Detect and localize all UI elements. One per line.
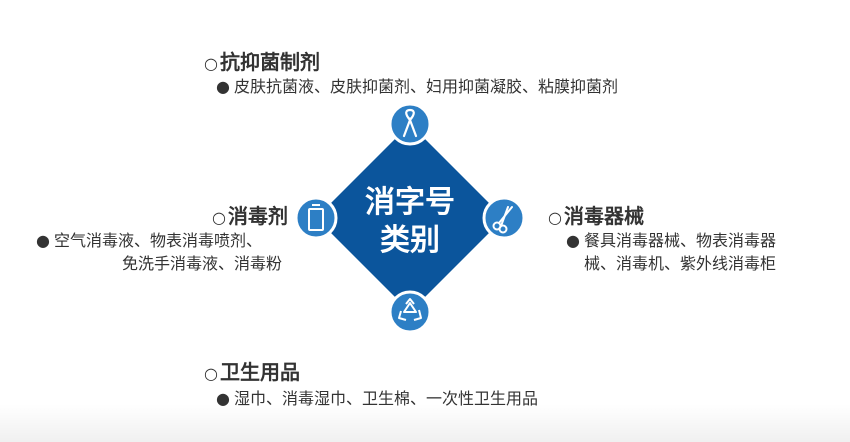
right-category-items-line2: 械、消毒机、紫外线消毒柜 bbox=[584, 254, 777, 273]
left-category-title: ○消毒剂 bbox=[212, 204, 288, 228]
left-category-items-line2: 免洗手消毒液、消毒粉 bbox=[122, 254, 283, 273]
center-title-line1: 消字号 bbox=[365, 185, 455, 220]
bullet-marker: ● bbox=[566, 231, 580, 250]
left-category-items-line1: ●空气消毒液、物表消毒喷剂、 bbox=[36, 231, 262, 250]
recycle-badge bbox=[388, 290, 432, 334]
circle-marker: ○ bbox=[548, 208, 562, 227]
center-title-line2: 类别 bbox=[380, 223, 440, 258]
circle-marker: ○ bbox=[204, 364, 218, 383]
bullet-marker: ● bbox=[216, 77, 230, 96]
top-category-title: ○抗抑菌制剂 bbox=[204, 50, 320, 74]
right-category-items-line1: ●餐具消毒器械、物表消毒器 bbox=[566, 231, 776, 250]
recycle-icon bbox=[398, 298, 422, 321]
center-title: 消字号 类别 bbox=[340, 184, 480, 260]
scissors-icon bbox=[492, 206, 513, 234]
circle-marker: ○ bbox=[204, 54, 218, 73]
bottom-category-items: ●湿巾、消毒湿巾、卫生棉、一次性卫生用品 bbox=[216, 389, 538, 408]
bottom-category-title: ○卫生用品 bbox=[204, 360, 300, 384]
right-category-title: ○消毒器械 bbox=[548, 204, 644, 228]
circle-marker: ○ bbox=[212, 208, 226, 227]
bottle-badge bbox=[294, 196, 338, 240]
ribbon-icon bbox=[402, 108, 418, 138]
scissors-badge bbox=[482, 196, 526, 240]
floor-shadow bbox=[0, 404, 850, 442]
bottle-icon bbox=[308, 204, 324, 231]
bullet-marker: ● bbox=[36, 231, 50, 250]
ribbon-badge bbox=[388, 102, 432, 146]
center-diamond bbox=[316, 124, 504, 312]
bullet-marker: ● bbox=[216, 389, 230, 408]
top-category-items: ●皮肤抗菌液、皮肤抑菌剂、妇用抑菌凝胶、粘膜抑菌剂 bbox=[216, 77, 618, 96]
